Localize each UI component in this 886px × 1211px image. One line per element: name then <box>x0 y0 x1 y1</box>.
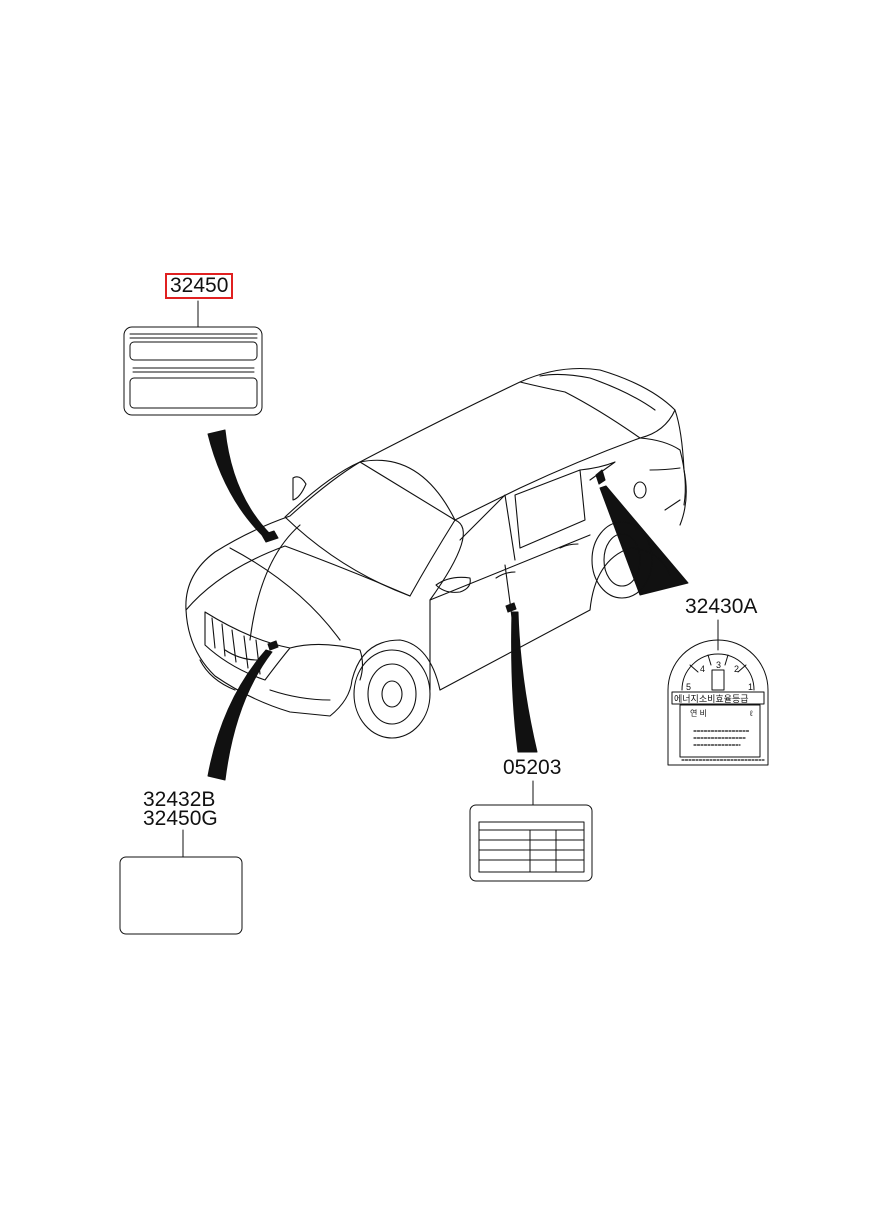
label-32430A-illustration: 5 4 3 2 1 에너지소비효율등급 연 비 ℓ <box>667 619 769 766</box>
fuel-dial-number: 4 <box>700 664 705 674</box>
pointer-wedges <box>207 429 689 781</box>
part-callout-32450[interactable]: 32450 <box>165 273 234 299</box>
fuel-dial-number: 3 <box>716 660 721 670</box>
fuel-label-header: 에너지소비효율등급 <box>674 694 749 704</box>
fuel-label-line1: 연 비 <box>690 709 707 718</box>
car-illustration <box>185 368 687 739</box>
fuel-dial-number: 1 <box>748 682 753 692</box>
label-32450-illustration <box>123 300 263 416</box>
part-callout-05203[interactable]: 05203 <box>503 756 562 779</box>
part-callout-32450G[interactable]: 32450G <box>143 807 218 830</box>
part-callout-32432B[interactable]: 32432B <box>143 788 216 811</box>
fuel-dial-number: 5 <box>686 682 691 692</box>
label-05203-illustration <box>469 780 593 882</box>
fuel-label-unit: ℓ <box>749 709 753 718</box>
fuel-dial-number: 2 <box>734 664 739 674</box>
part-callout-32430A[interactable]: 32430A <box>685 595 758 618</box>
label-32432B-illustration <box>119 829 243 935</box>
